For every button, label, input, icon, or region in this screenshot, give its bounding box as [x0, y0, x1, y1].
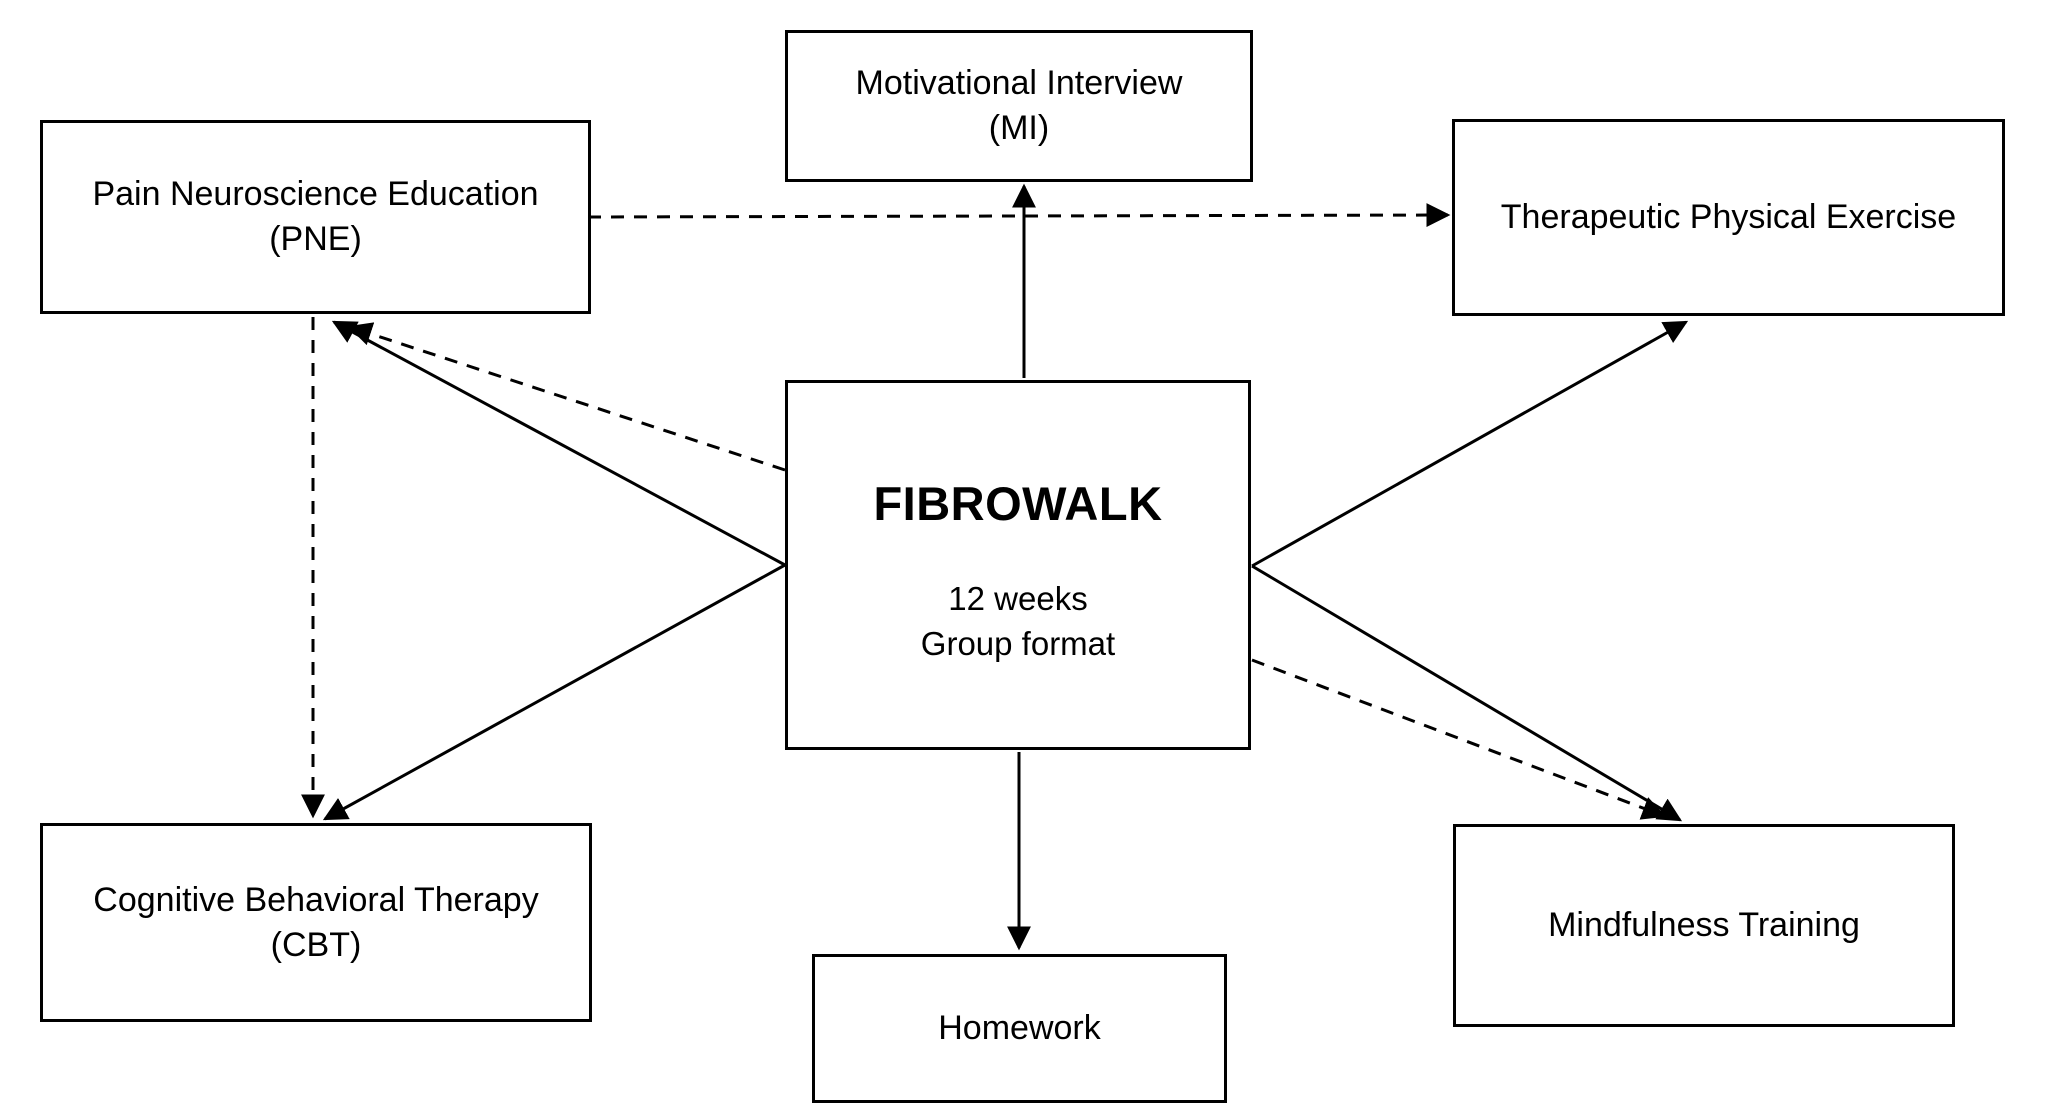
node-homework: Homework: [812, 954, 1227, 1103]
fibrowalk-title: FIBROWALK: [873, 476, 1163, 530]
node-motivational-interview-abbr: (MI): [988, 109, 1050, 147]
arrow-fibrowalk-to-tpe: [1251, 320, 1689, 568]
arrow-pne-to-tpe-dashed: [587, 203, 1451, 228]
node-therapeutic-physical-exercise: Therapeutic Physical Exercise: [1452, 119, 2005, 316]
fibrowalk-format: Group format: [920, 624, 1116, 662]
node-fibrowalk: FIBROWALK 12 weeks Group format: [785, 380, 1251, 750]
node-homework-label: Homework: [938, 1009, 1101, 1048]
fibrowalk-duration: 12 weeks: [948, 579, 1088, 617]
arrow-fibrowalk-to-mindfulness-dashed: [1251, 658, 1667, 820]
node-pain-neuroscience-education: Pain Neuroscience Education (PNE): [40, 120, 591, 314]
node-cognitive-behavioral-therapy-abbr: (CBT): [270, 925, 362, 964]
node-motivational-interview-label: Motivational Interview: [855, 64, 1183, 103]
node-pain-neuroscience-education-label: Pain Neuroscience Education: [92, 175, 539, 214]
node-mindfulness-training-label: Mindfulness Training: [1548, 906, 1860, 945]
node-pain-neuroscience-education-abbr: (PNE): [269, 220, 362, 258]
node-cognitive-behavioral-therapy: Cognitive Behavioral Therapy (CBT): [40, 823, 592, 1022]
arrow-fibrowalk-to-pne: [331, 320, 786, 567]
node-therapeutic-physical-exercise-label: Therapeutic Physical Exercise: [1500, 198, 1957, 237]
node-cognitive-behavioral-therapy-label: Cognitive Behavioral Therapy: [93, 880, 539, 919]
arrow-fibrowalk-to-mindfulness: [1251, 564, 1683, 822]
node-motivational-interview: Motivational Interview (MI): [785, 30, 1253, 182]
node-mindfulness-training: Mindfulness Training: [1453, 824, 1955, 1027]
arrow-fibrowalk-to-cbt: [322, 563, 786, 821]
arrow-fibrowalk-to-pne-dashed: [347, 322, 786, 472]
